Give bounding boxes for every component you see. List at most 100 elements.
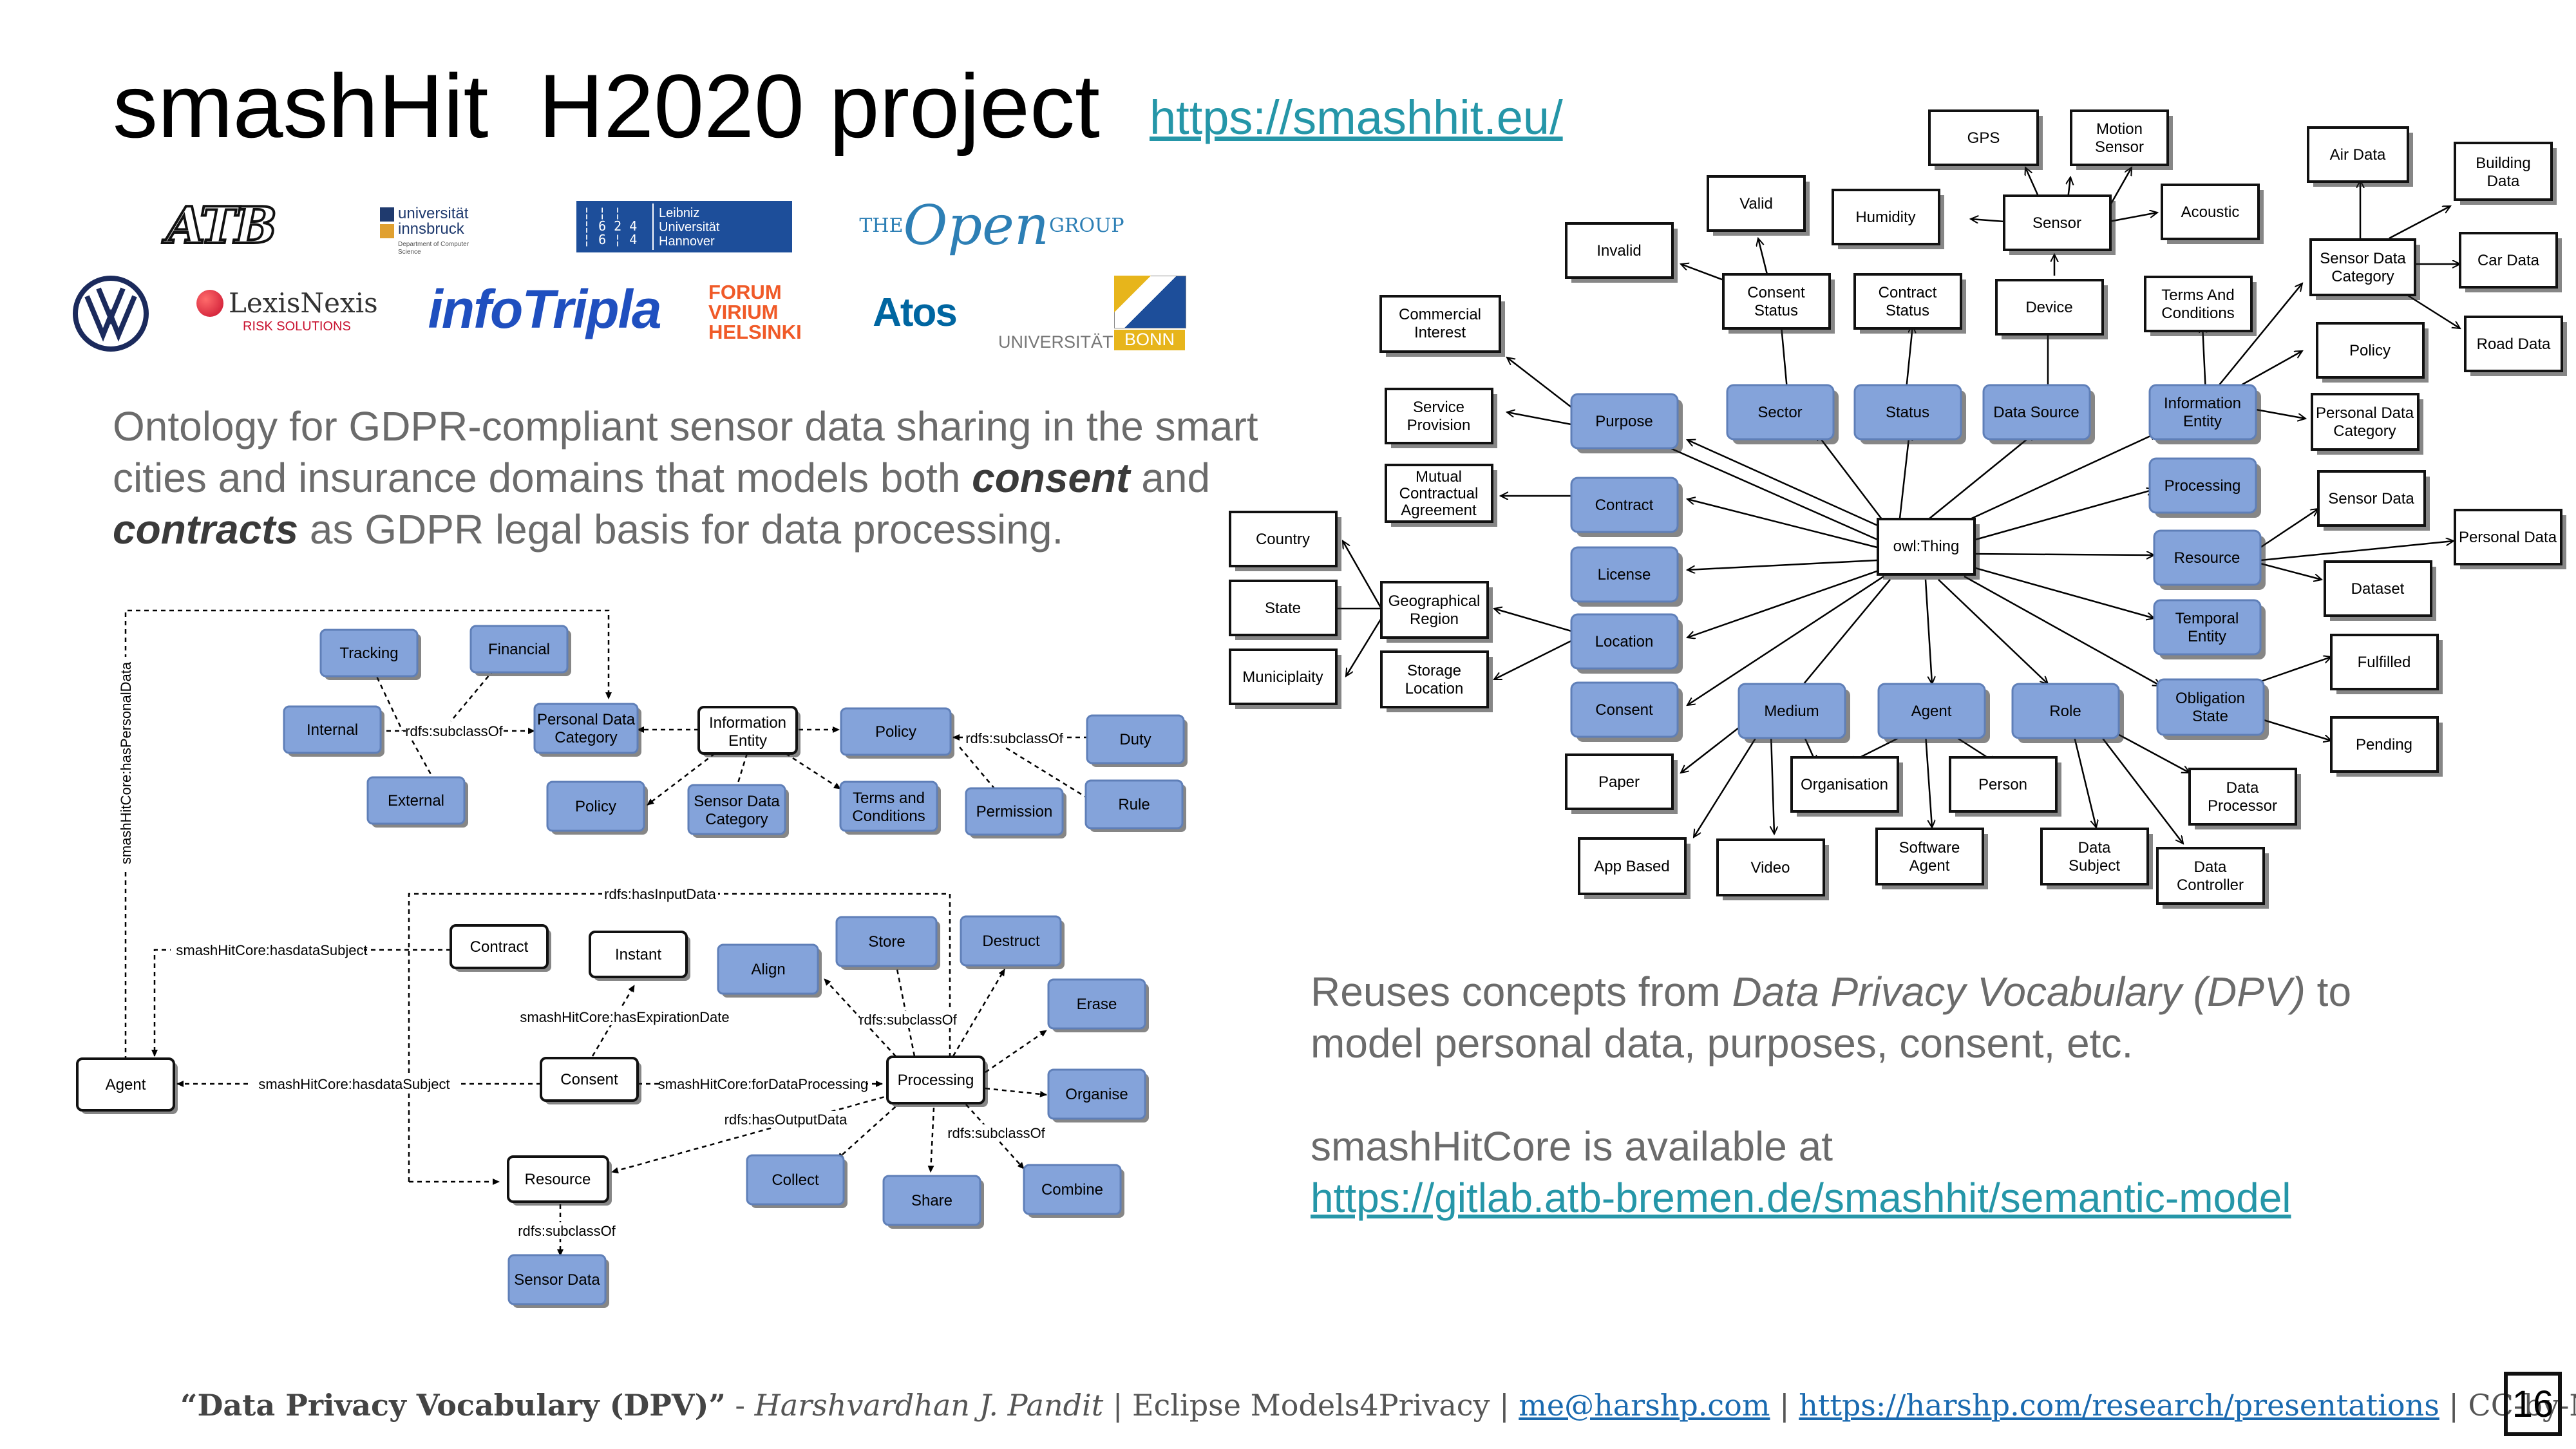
node-country[interactable]: Country <box>1229 511 1341 571</box>
node-air-data[interactable]: Air Data <box>2307 126 2413 187</box>
node-agent[interactable]: Agent <box>76 1057 178 1114</box>
node-policy-r[interactable]: Policy <box>2316 322 2429 383</box>
node-personal-data[interactable]: Personal Data <box>2454 509 2566 569</box>
node-rule[interactable]: Rule <box>1084 779 1186 832</box>
node-policy-left[interactable]: Policy <box>546 781 648 835</box>
node-tracking[interactable]: Tracking <box>319 629 421 680</box>
node-consent-r[interactable]: Consent <box>1570 681 1683 742</box>
node-store[interactable]: Store <box>835 916 940 970</box>
node-app-based[interactable]: App Based <box>1578 837 1690 899</box>
node-resource[interactable]: Resource <box>507 1155 612 1206</box>
node-gps[interactable]: GPS <box>1928 109 2043 170</box>
node-road-data[interactable]: Road Data <box>2464 316 2567 376</box>
node-permission[interactable]: Permission <box>965 787 1066 838</box>
node-dataset[interactable]: Dataset <box>2324 560 2436 621</box>
node-data-source[interactable]: Data Source <box>1982 384 2095 444</box>
node-contract-r[interactable]: Contract <box>1570 477 1683 537</box>
node-contract[interactable]: Contract <box>450 924 551 972</box>
node-financial[interactable]: Financial <box>469 625 571 676</box>
svg-text:Controller: Controller <box>2177 876 2244 894</box>
node-fulfilled[interactable]: Fulfilled <box>2330 634 2443 694</box>
node-person[interactable]: Person <box>1949 756 2061 817</box>
node-state[interactable]: State <box>1229 580 1341 640</box>
node-status[interactable]: Status <box>1853 384 1966 444</box>
presentations-link[interactable]: https://harshp.com/research/presentation… <box>1799 1388 2439 1423</box>
node-organisation[interactable]: Organisation <box>1790 756 1903 817</box>
node-municipality[interactable]: Municiplaity <box>1229 649 1341 709</box>
project-link[interactable]: https://smashhit.eu/ <box>1150 91 1563 144</box>
semantic-model-link[interactable]: https://gitlab.atb-bremen.de/smashhit/se… <box>1311 1175 2291 1221</box>
node-purpose[interactable]: Purpose <box>1570 393 1683 453</box>
node-sensor-data[interactable]: Sensor Data <box>507 1254 609 1308</box>
node-paper[interactable]: Paper <box>1565 753 1678 814</box>
edge-label-subclass-5: rdfs:subclassOf <box>518 1223 616 1239</box>
node-owl-thing[interactable]: owl:Thing <box>1877 518 1980 580</box>
node-erase[interactable]: Erase <box>1047 978 1149 1032</box>
node-policy-right[interactable]: Policy <box>840 707 954 759</box>
node-medium[interactable]: Medium <box>1738 683 1850 743</box>
node-combine[interactable]: Combine <box>1023 1164 1124 1218</box>
node-instant[interactable]: Instant <box>589 931 690 981</box>
node-invalid[interactable]: Invalid <box>1565 222 1678 283</box>
node-external[interactable]: External <box>366 776 468 828</box>
node-sensor-data-r[interactable]: Sensor Data <box>2317 470 2430 531</box>
node-device[interactable]: Device <box>1995 279 2108 339</box>
node-resource-r[interactable]: Resource <box>2153 529 2266 590</box>
node-organise[interactable]: Organise <box>1047 1068 1149 1122</box>
node-align[interactable]: Align <box>717 943 822 998</box>
node-role[interactable]: Role <box>2011 683 2124 743</box>
node-processing-r[interactable]: Processing <box>2148 457 2261 518</box>
node-share[interactable]: Share <box>882 1175 984 1229</box>
svg-text:Sensor: Sensor <box>2032 214 2081 232</box>
svg-text:Policy: Policy <box>575 798 616 815</box>
node-location[interactable]: Location <box>1570 613 1683 674</box>
node-pending[interactable]: Pending <box>2330 716 2443 777</box>
node-car-data[interactable]: Car Data <box>2459 232 2562 292</box>
node-license[interactable]: License <box>1570 546 1683 607</box>
node-sensor[interactable]: Sensor <box>2003 194 2116 255</box>
svg-text:Align: Align <box>751 961 785 978</box>
node-video[interactable]: Video <box>1716 838 1829 900</box>
svg-text:Financial: Financial <box>488 641 550 658</box>
svg-text:Data: Data <box>2226 779 2259 797</box>
svg-text:Share: Share <box>911 1192 952 1209</box>
node-consent[interactable]: Consent <box>540 1057 641 1104</box>
node-destruct[interactable]: Destruct <box>960 915 1065 969</box>
node-acoustic[interactable]: Acoustic <box>2161 184 2264 244</box>
node-agent-r[interactable]: Agent <box>1877 683 1990 743</box>
node-duty[interactable]: Duty <box>1086 714 1188 767</box>
email-link[interactable]: me@harshp.com <box>1519 1388 1770 1423</box>
node-sector[interactable]: Sector <box>1726 384 1839 444</box>
node-processing[interactable]: Processing <box>886 1056 988 1107</box>
svg-text:Invalid: Invalid <box>1596 242 1641 260</box>
node-internal[interactable]: Internal <box>283 705 384 757</box>
svg-text:Service: Service <box>1413 399 1464 416</box>
node-humidity[interactable]: Humidity <box>1832 189 1944 249</box>
node-collect[interactable]: Collect <box>746 1154 848 1208</box>
node-valid[interactable]: Valid <box>1707 175 1810 236</box>
svg-text:External: External <box>388 792 444 810</box>
